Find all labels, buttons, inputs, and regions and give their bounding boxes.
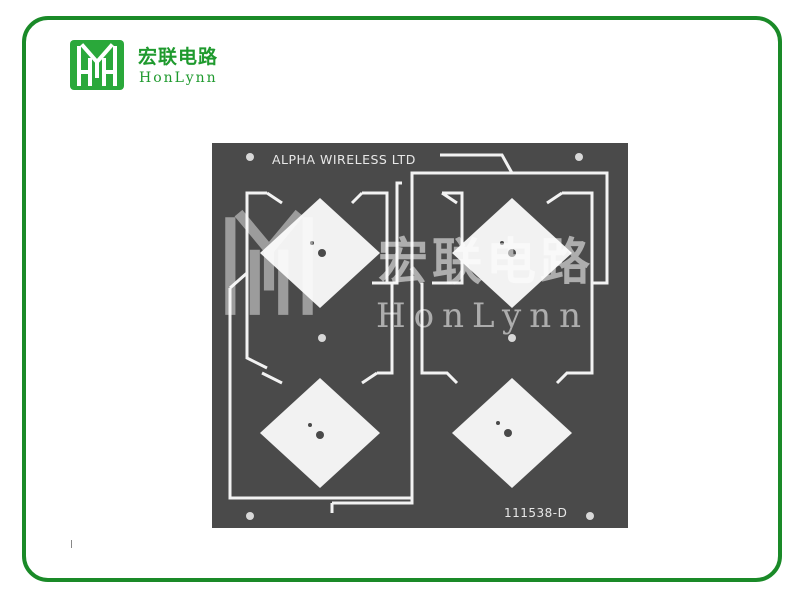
pcb-traces (228, 153, 609, 513)
cursor-mark (71, 540, 72, 548)
pcb-silkscreen-title: ALPHA WIRELESS LTD (272, 152, 416, 167)
watermark-text-en: HonLynn (376, 296, 590, 336)
pcb-part-number: 111538-D (504, 506, 568, 520)
pcb-substrate (212, 143, 628, 528)
honlynn-logo-icon (70, 40, 124, 90)
pcb-board-drawing (212, 143, 628, 528)
pcb-mounting-holes (246, 153, 594, 520)
watermark-text-cn: 宏联电路 (378, 232, 594, 291)
pcb-board-image: ALPHA WIRELESS LTD 111538-D (212, 143, 628, 528)
brand-name-cn: 宏联电路 (138, 46, 219, 68)
watermark-logo-icon (225, 209, 313, 315)
brand-name-en: HonLynn (139, 70, 218, 86)
